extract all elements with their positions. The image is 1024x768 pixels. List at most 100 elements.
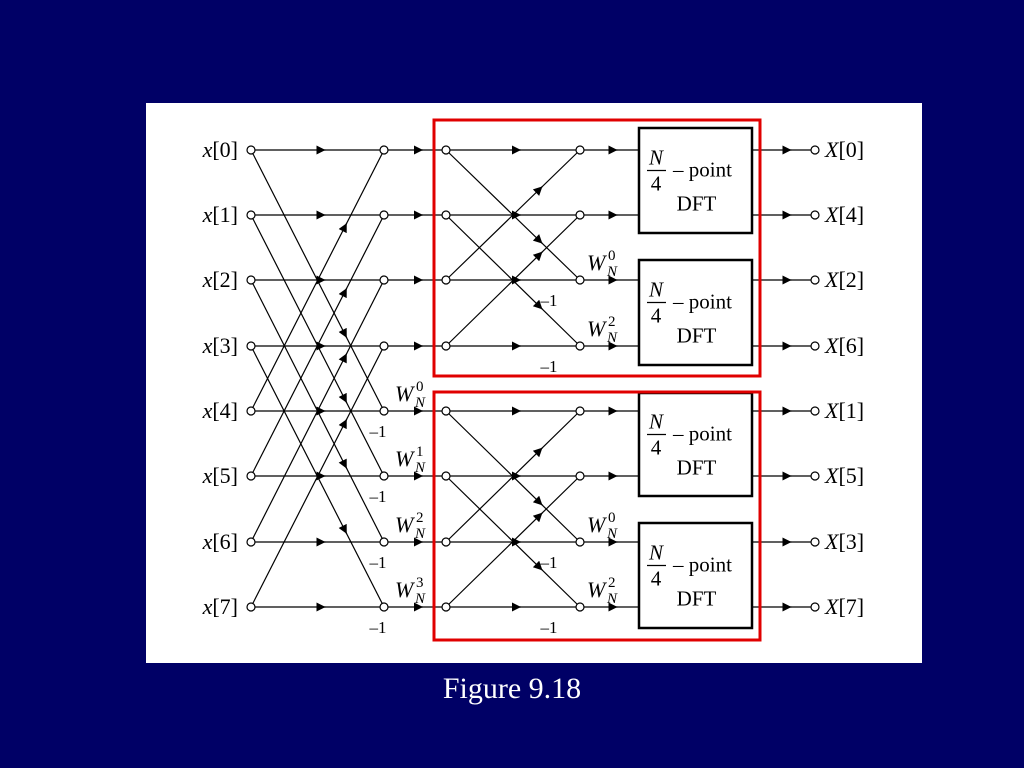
stage2-cross-branch-up	[445, 149, 581, 281]
branch-arrow	[532, 495, 543, 506]
dft-name-label: DFT	[677, 456, 717, 480]
highlight-box-bottom	[432, 390, 762, 642]
branch-arrow	[338, 287, 348, 299]
output-label: X[2]	[824, 267, 864, 292]
branch-arrow	[532, 299, 543, 310]
input-label: x[1]	[202, 202, 238, 227]
stage2-input-node	[441, 145, 451, 155]
branch-arrow	[338, 523, 348, 535]
dft-fraction-denominator: 4	[651, 436, 662, 460]
stage2-input-node	[441, 602, 451, 612]
twiddle-symbol: W	[395, 381, 415, 406]
highlight-box-top	[432, 118, 762, 378]
twiddle-exponent: 0	[608, 510, 616, 526]
stage2-input-node	[441, 210, 451, 220]
twiddle-symbol: W	[395, 446, 415, 471]
stage1-negation-label: –1	[369, 487, 387, 506]
stage2-cross-branch-up	[445, 410, 581, 543]
twiddle-symbol: W	[587, 250, 607, 275]
stage2-node	[575, 471, 585, 481]
twiddle-exponent: 0	[608, 248, 616, 264]
output-label: X[4]	[824, 202, 864, 227]
dft-fraction-numerator: N	[648, 410, 664, 434]
highlight-boxes	[432, 118, 762, 642]
dft-name-label: DFT	[677, 324, 717, 348]
twiddle-exponent: 3	[416, 575, 424, 591]
stage2-node	[575, 537, 585, 547]
input-node	[246, 210, 256, 220]
twiddle-subscript: N	[414, 460, 426, 476]
stage1-node	[379, 145, 389, 155]
dft-point-label: – point	[672, 553, 732, 577]
branch-arrow	[338, 392, 348, 404]
output-node	[810, 537, 820, 547]
dft-fraction-numerator: N	[648, 541, 664, 565]
twiddle-subscript: N	[606, 264, 618, 280]
output-label: X[7]	[824, 594, 864, 619]
signal-nodes	[246, 145, 820, 612]
twiddle-subscript: N	[606, 526, 618, 542]
output-node	[810, 145, 820, 155]
branch-arrow	[338, 418, 348, 430]
dft-fraction-denominator: 4	[651, 567, 662, 591]
output-label: X[6]	[824, 333, 864, 358]
branch-arrow	[532, 560, 543, 571]
stage2-negation-label: –1	[540, 553, 558, 572]
dft-block-frame	[637, 521, 754, 630]
output-label: X[3]	[824, 529, 864, 554]
input-node	[246, 602, 256, 612]
input-node	[246, 537, 256, 547]
stage1-node	[379, 275, 389, 285]
twiddle-symbol: W	[587, 316, 607, 341]
twiddle-symbol: W	[395, 577, 415, 602]
stage1-node	[379, 210, 389, 220]
input-label: x[3]	[202, 333, 238, 358]
input-label: x[5]	[202, 463, 238, 488]
stage1-cross-branch-up	[250, 149, 385, 412]
branch-arrow	[338, 222, 348, 234]
dft-fraction-numerator: N	[648, 278, 664, 302]
twiddle-symbol: W	[587, 577, 607, 602]
stage1-negation-label: –1	[369, 553, 387, 572]
stage2-negation-label: –1	[540, 618, 558, 637]
dft-point-label: – point	[672, 290, 732, 314]
branch-arrow	[532, 234, 543, 245]
output-label: X[0]	[824, 137, 864, 162]
twiddle-symbol: W	[587, 512, 607, 537]
input-label: x[0]	[202, 137, 238, 162]
input-label: x[2]	[202, 267, 238, 292]
dft-point-label: – point	[672, 422, 732, 446]
twiddle-subscript: N	[606, 330, 618, 346]
twiddle-exponent: 1	[416, 444, 424, 460]
stage1-node	[379, 406, 389, 416]
dft-name-label: DFT	[677, 192, 717, 216]
stage2-node	[575, 210, 585, 220]
branch-arrow	[338, 458, 348, 469]
twiddle-exponent: 2	[608, 575, 616, 591]
stage2-input-node	[441, 406, 451, 416]
branch-arrow	[532, 512, 543, 523]
dft-block-frame	[637, 258, 754, 367]
stage2-node	[575, 145, 585, 155]
output-label: X[1]	[824, 398, 864, 423]
dft-fraction-denominator: 4	[651, 304, 662, 328]
stage2-node	[575, 275, 585, 285]
output-node	[810, 275, 820, 285]
stage2-input-node	[441, 275, 451, 285]
input-node	[246, 341, 256, 351]
twiddle-exponent: 2	[416, 510, 424, 526]
stage2-cross-branch-up	[445, 214, 581, 347]
twiddle-subscript: N	[414, 591, 426, 607]
stage2-negation-label: –1	[540, 357, 558, 376]
output-label: X[5]	[824, 463, 864, 488]
